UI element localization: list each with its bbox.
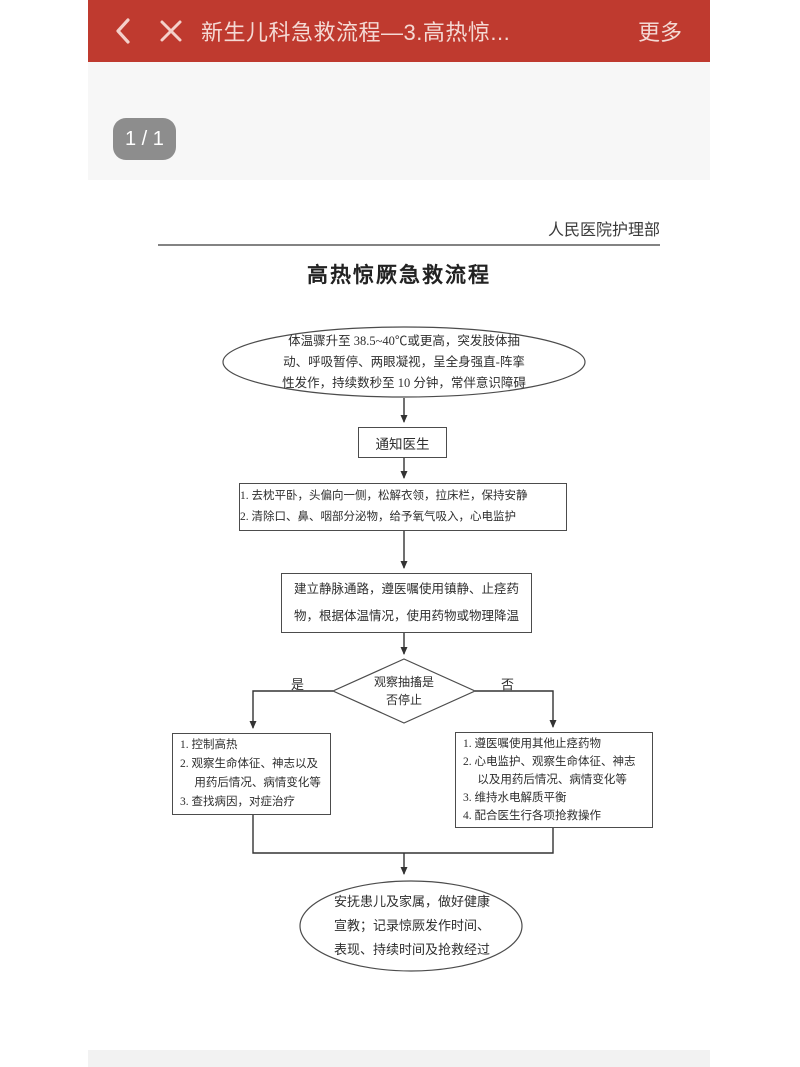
- page-indicator-badge: 1 / 1: [113, 118, 176, 160]
- decision-diamond: [331, 658, 477, 724]
- flow-first-aid-box: 1. 去枕平卧，头偏向一侧，松解衣领，拉床栏，保持安静 2. 清除口、鼻、咽部分…: [239, 483, 567, 531]
- flowchart-title: 高热惊厥急救流程: [307, 263, 491, 287]
- back-button[interactable]: [114, 17, 131, 45]
- flow-decision-label: 观察抽搐是 否停止: [373, 675, 434, 707]
- more-button[interactable]: 更多: [637, 20, 682, 45]
- flow-end-node: 安抚患儿及家属，做好健康 宣教；记录惊厥发作时间、 表现、持续时间及抢救经过: [333, 894, 490, 957]
- app-window: 新生儿科急救流程—3.高热惊... 更多 1 / 1 人民医院护理部 高热惊厥急…: [88, 0, 710, 1067]
- close-icon: [159, 19, 183, 43]
- document-department-header: 人民医院护理部: [547, 222, 660, 239]
- flow-yes-steps-box: 1. 控制高热 2. 观察生命体征、神志以及 用药后情况、病情变化等 3. 查找…: [172, 733, 331, 815]
- bottom-strip: [88, 1050, 710, 1067]
- flow-yes-branch-label: 是: [291, 677, 305, 692]
- flow-iv-medication-box: 建立静脉通路，遵医嘱使用镇静、止痉药 物，根据体温情况，使用药物或物理降温: [281, 573, 532, 633]
- flowchart-graphics: [158, 244, 660, 972]
- viewer-toolbar-band: 1 / 1: [88, 62, 710, 180]
- flow-start-node: 体温骤升至 38.5~40℃或更高，突发肢体抽 动、呼吸暂停、两眼凝视，呈全身强…: [282, 334, 526, 390]
- end-ellipse: [299, 880, 523, 972]
- close-button[interactable]: [159, 19, 183, 43]
- start-ellipse: [222, 326, 586, 398]
- flow-no-branch-label: 否: [501, 677, 515, 692]
- chevron-left-icon: [114, 17, 131, 45]
- document-title-bar: 新生儿科急救流程—3.高热惊...: [201, 20, 511, 45]
- flow-no-steps-box: 1. 遵医嘱使用其他止痉药物 2. 心电监护、观察生命体征、神志 以及用药后情况…: [455, 732, 653, 828]
- app-bar: 新生儿科急救流程—3.高热惊... 更多: [88, 0, 710, 62]
- flow-notify-doctor-box: 通知医生: [358, 427, 447, 458]
- document-page[interactable]: 人民医院护理部 高热惊厥急救流程: [88, 180, 710, 1050]
